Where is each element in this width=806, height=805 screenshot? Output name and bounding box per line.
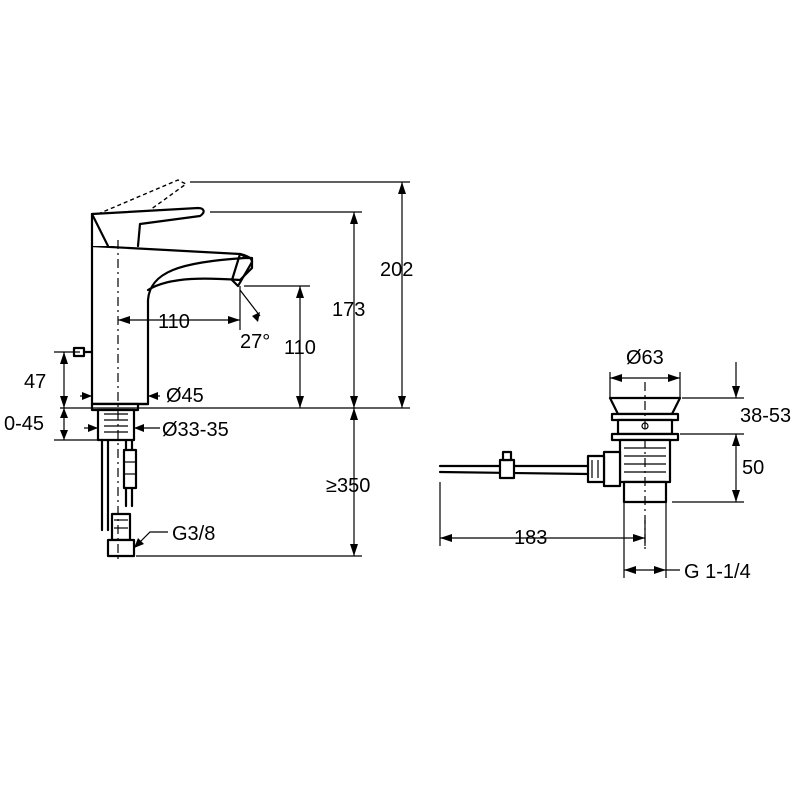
dim-lever-offset: 47 [24, 371, 46, 393]
dim-height-spout-top: 173 [332, 299, 365, 321]
dim-deck-thickness: 0-45 [4, 413, 44, 435]
dim-rod-length: 183 [514, 527, 547, 549]
dim-waste-height: 50 [742, 457, 764, 479]
faucet-outline [72, 179, 254, 560]
dim-hole-diameter: Ø33-35 [162, 419, 229, 441]
dim-outlet-angle: 27° [240, 331, 270, 353]
waste-outline [438, 382, 682, 550]
dim-waste-thread: G 1-1/4 [684, 561, 751, 583]
dim-connection-thread: G3/8 [172, 523, 215, 545]
dim-spout-reach: 110 [158, 311, 190, 333]
dim-waste-diameter: Ø63 [626, 347, 664, 369]
dim-height-outlet: 110 [284, 337, 316, 359]
faucet-dimension-labels: 202 173 110 110 27° 47 0-45 Ø45 Ø33-35 ≥… [4, 259, 413, 545]
faucet-dimension-lines [54, 181, 410, 557]
waste-dimension-lines [439, 362, 744, 578]
waste-dimension-labels: Ø63 38-53 50 183 G 1-1/4 [514, 347, 791, 583]
dim-base-diameter: Ø45 [166, 385, 204, 407]
dim-height-total: 202 [380, 259, 413, 281]
dim-waste-stroke: 38-53 [740, 405, 791, 427]
dim-hose-length: ≥350 [326, 475, 370, 497]
